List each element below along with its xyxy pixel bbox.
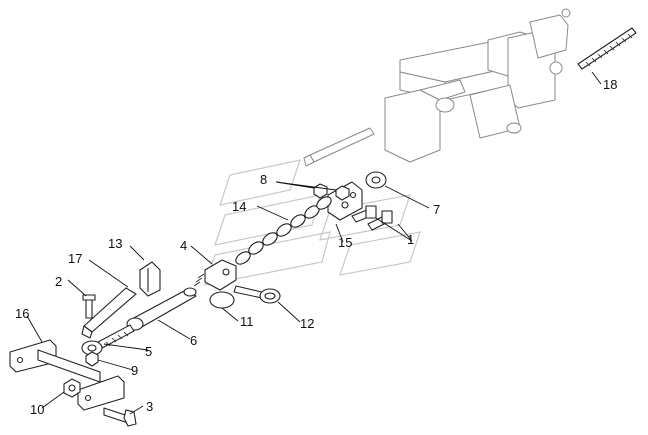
leader-lines [26,71,602,415]
lever-arm [81,287,137,339]
callout-13: 13 [108,236,122,251]
callout-12: 12 [300,316,314,331]
callout-14: 14 [232,199,246,214]
callout-16: 16 [15,306,29,321]
threaded-rod [577,27,637,70]
small-bolt [82,294,96,319]
watermark [204,159,421,286]
callout-4: 4 [180,238,187,253]
callout-8: 8 [260,172,267,187]
callout-15: 15 [338,235,352,250]
hitch-frame-ghost [303,8,571,167]
eye-bolt [81,324,135,356]
callout-9: 9 [131,363,138,378]
callout-17: 17 [68,251,82,266]
clevis-end [193,259,237,291]
bolts [351,205,393,231]
hex-bolt [103,407,137,427]
callout-11: 11 [240,314,254,329]
callout-10: 10 [30,402,44,417]
washer [365,171,387,189]
spring-ring [209,291,235,309]
frame-nut [63,378,81,398]
callout-labels: 18 8 7 14 1 15 4 13 17 2 16 11 12 6 5 9 … [15,77,617,417]
callout-2: 2 [55,274,62,289]
callout-7: 7 [433,202,440,217]
stabiliser-frame [9,339,125,411]
callout-6: 6 [190,333,197,348]
spring-clip [139,261,161,297]
lynch-pin [233,285,281,304]
threaded-sleeve [126,287,197,331]
nuts [313,183,350,201]
callout-18: 18 [603,77,617,92]
chain [235,196,332,265]
lock-nut [85,351,99,367]
callout-1: 1 [407,232,414,247]
callout-3: 3 [146,399,153,414]
callout-5: 5 [145,344,152,359]
